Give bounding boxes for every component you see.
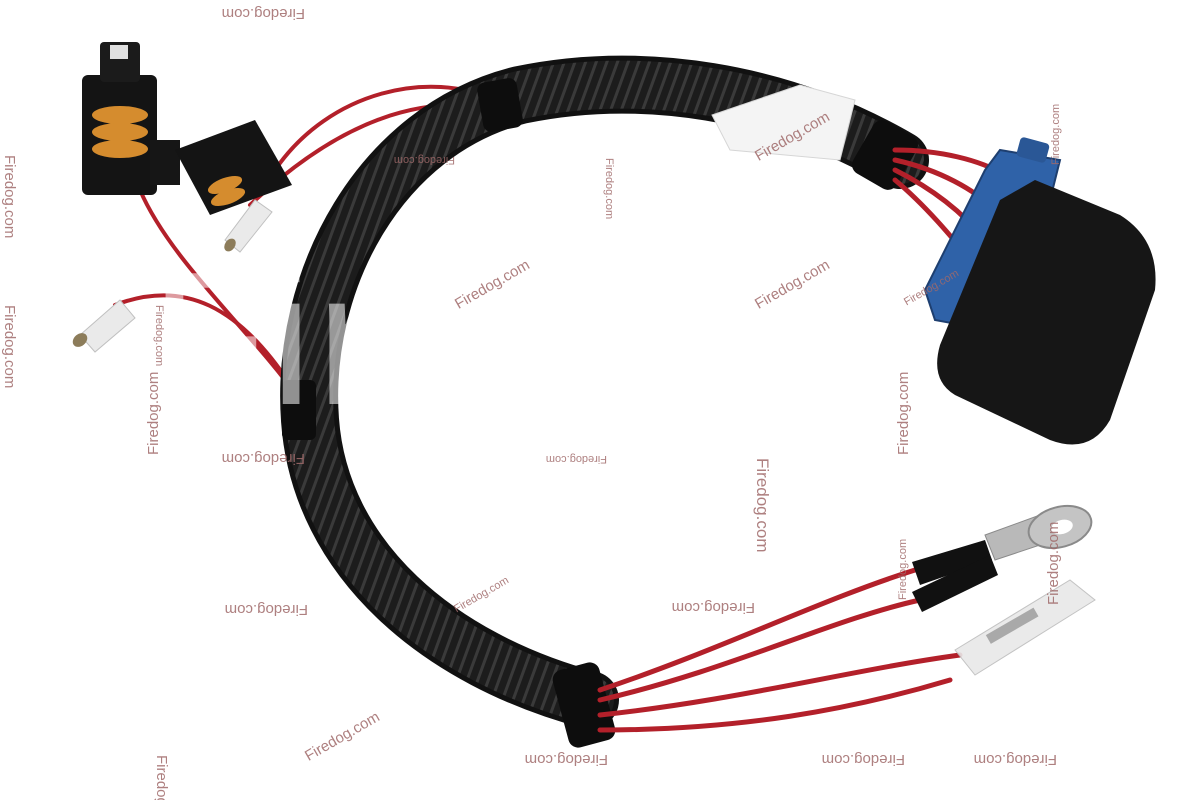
watermark: Firedog.com (821, 751, 905, 768)
red-wire (597, 677, 953, 733)
connector-black-body (937, 180, 1156, 445)
red-wire (597, 652, 963, 718)
small-connector-left (82, 42, 180, 195)
watermark: Firedog.com (671, 599, 755, 616)
watermark: Firedog.com (753, 458, 772, 553)
watermark: Firedog.com (545, 453, 607, 465)
watermark: Firedog.com (1, 305, 18, 389)
orange-seal (92, 106, 148, 158)
watermark: Firedog.com (1045, 521, 1062, 605)
tape-wrap (552, 662, 616, 748)
main-connector (923, 137, 1156, 445)
watermark: Firedog.com (897, 538, 909, 600)
part-label (711, 84, 856, 161)
watermark: Firedog.com (895, 371, 912, 455)
red-wire (113, 293, 302, 402)
red-wire-group-bottom (597, 567, 963, 733)
watermark: Firedog.com (603, 158, 615, 220)
watermark: Firedog.com (524, 751, 608, 768)
watermark: Firedog.com (973, 751, 1057, 768)
heat-shrink (912, 555, 998, 612)
watermark: Firedog.com (224, 601, 308, 618)
watermark: Firedog.com (393, 154, 455, 166)
watermark: Firedog.com (1050, 103, 1062, 165)
watermark: Firedog.com (153, 305, 165, 367)
small-connector-right (175, 120, 292, 215)
watermark: Firedog.com (145, 371, 162, 455)
corrugated-conduit-ribs (285, 60, 924, 724)
watermark: Firedog.com (1, 155, 18, 239)
red-wire (138, 188, 302, 402)
watermark: Firedog.com (221, 5, 305, 22)
bullet-terminal (72, 299, 136, 353)
ring-terminal (984, 504, 1093, 561)
watermark: Firedog.com (221, 450, 305, 467)
bullet-terminal (224, 199, 273, 253)
watermark: Firedog.com (153, 755, 170, 800)
heat-shrink (912, 540, 992, 585)
tape-wrap (282, 380, 316, 440)
connector-latch (1016, 137, 1050, 163)
tape-wrap (477, 78, 523, 132)
red-wire (597, 567, 918, 693)
bullet-terminal (954, 579, 1096, 676)
red-wire (597, 597, 923, 703)
